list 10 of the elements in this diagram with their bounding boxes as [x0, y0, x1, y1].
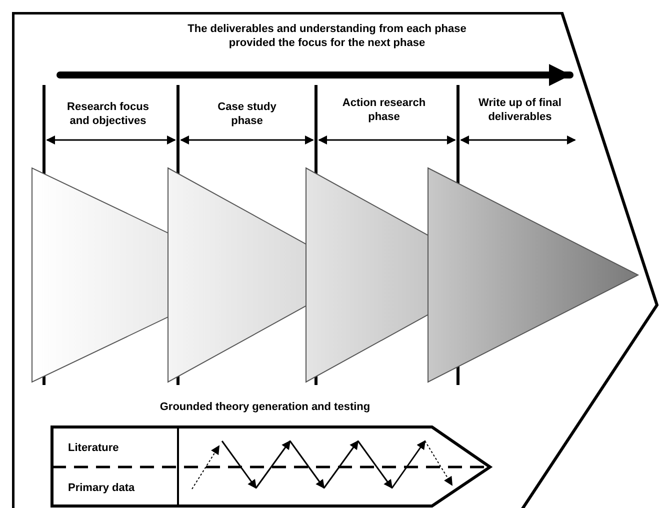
row-label: Literature [68, 441, 120, 455]
phase-label: Case study phase [216, 100, 278, 128]
row-label: Primary data [68, 481, 136, 495]
phase-label: Write up of final deliverables [478, 96, 562, 124]
heading-text: Grounded theory generation and testing [158, 400, 372, 414]
phase-label: Research focus and objectives [66, 100, 150, 128]
phase-triangle [166, 166, 304, 384]
heading-text: The deliverables and understanding from each phase provided the focus for the next phase [186, 22, 468, 50]
phase-label: Action research phase [341, 96, 427, 124]
phase-triangle [426, 166, 640, 384]
